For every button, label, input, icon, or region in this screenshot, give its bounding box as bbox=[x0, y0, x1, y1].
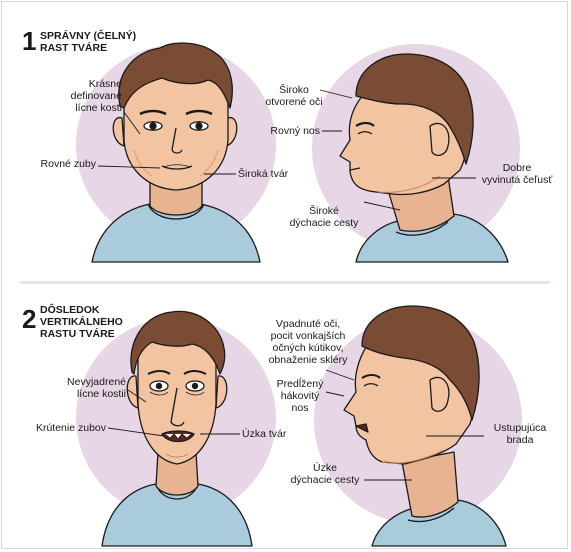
label-face: Široká tvár bbox=[238, 168, 289, 180]
section-number: 1 bbox=[22, 26, 37, 56]
leader-cheekbones bbox=[123, 111, 141, 135]
label-airway: Úzke dýchacie cesty bbox=[290, 462, 360, 486]
panel-correct-growth: 1 SPRÁVNY (ČELNÝ) RAST TVÁRE Krásne defi… bbox=[22, 26, 553, 263]
panel-vertical-growth: 2 DÔSLEDOK VERTIKÁLNEHO RASTU TVÁRE Nevy… bbox=[0, 284, 571, 552]
leader-nose bbox=[325, 391, 345, 397]
label-cheekbones: Krásne definované lícne kosti bbox=[70, 78, 122, 114]
label-eyes: Vpadnuté oči, pocit vonkajších očných kú… bbox=[268, 318, 348, 366]
profile-face-good bbox=[339, 53, 509, 263]
panel-2-illustration bbox=[76, 305, 522, 547]
leader-cheekbones bbox=[127, 389, 147, 403]
panel-1-leader-lines bbox=[97, 89, 476, 211]
label-face: Úzka tvár bbox=[242, 428, 287, 440]
label-teeth: Krútenie zubov bbox=[35, 422, 106, 434]
panel-2-leader-lines bbox=[107, 369, 484, 481]
label-nose: Rovný nos bbox=[270, 125, 320, 137]
panel-1-illustration bbox=[76, 42, 520, 263]
front-face-wide bbox=[91, 42, 261, 263]
front-face-narrow bbox=[101, 310, 253, 547]
leader-teeth bbox=[97, 165, 161, 169]
profile-face-retruding bbox=[343, 305, 507, 547]
section-title: DÔSLEDOK VERTIKÁLNEHO RASTU TVÁRE bbox=[40, 304, 123, 340]
label-airway: Široké dýchacie cesty bbox=[289, 205, 359, 229]
label-jaw: Dobre vyvinutá čeľusť bbox=[481, 162, 553, 186]
label-chin: Ustupujúca brada bbox=[493, 422, 547, 446]
section-divider bbox=[20, 281, 550, 284]
leader-airway bbox=[363, 201, 401, 211]
label-cheekbones: Nevyjadrené lícne kostii bbox=[67, 376, 126, 400]
label-nose: Predĺžený hákovitý nos bbox=[276, 378, 324, 414]
leader-eyes bbox=[325, 369, 355, 381]
leader-teeth bbox=[107, 427, 165, 437]
leader-eyes bbox=[319, 89, 353, 99]
label-teeth: Rovné zuby bbox=[40, 158, 96, 170]
section-title: SPRÁVNY (ČELNÝ) RAST TVÁRE bbox=[40, 30, 137, 54]
label-eyes: Široko otvorené oči bbox=[265, 84, 323, 108]
section-number: 2 bbox=[22, 304, 37, 334]
